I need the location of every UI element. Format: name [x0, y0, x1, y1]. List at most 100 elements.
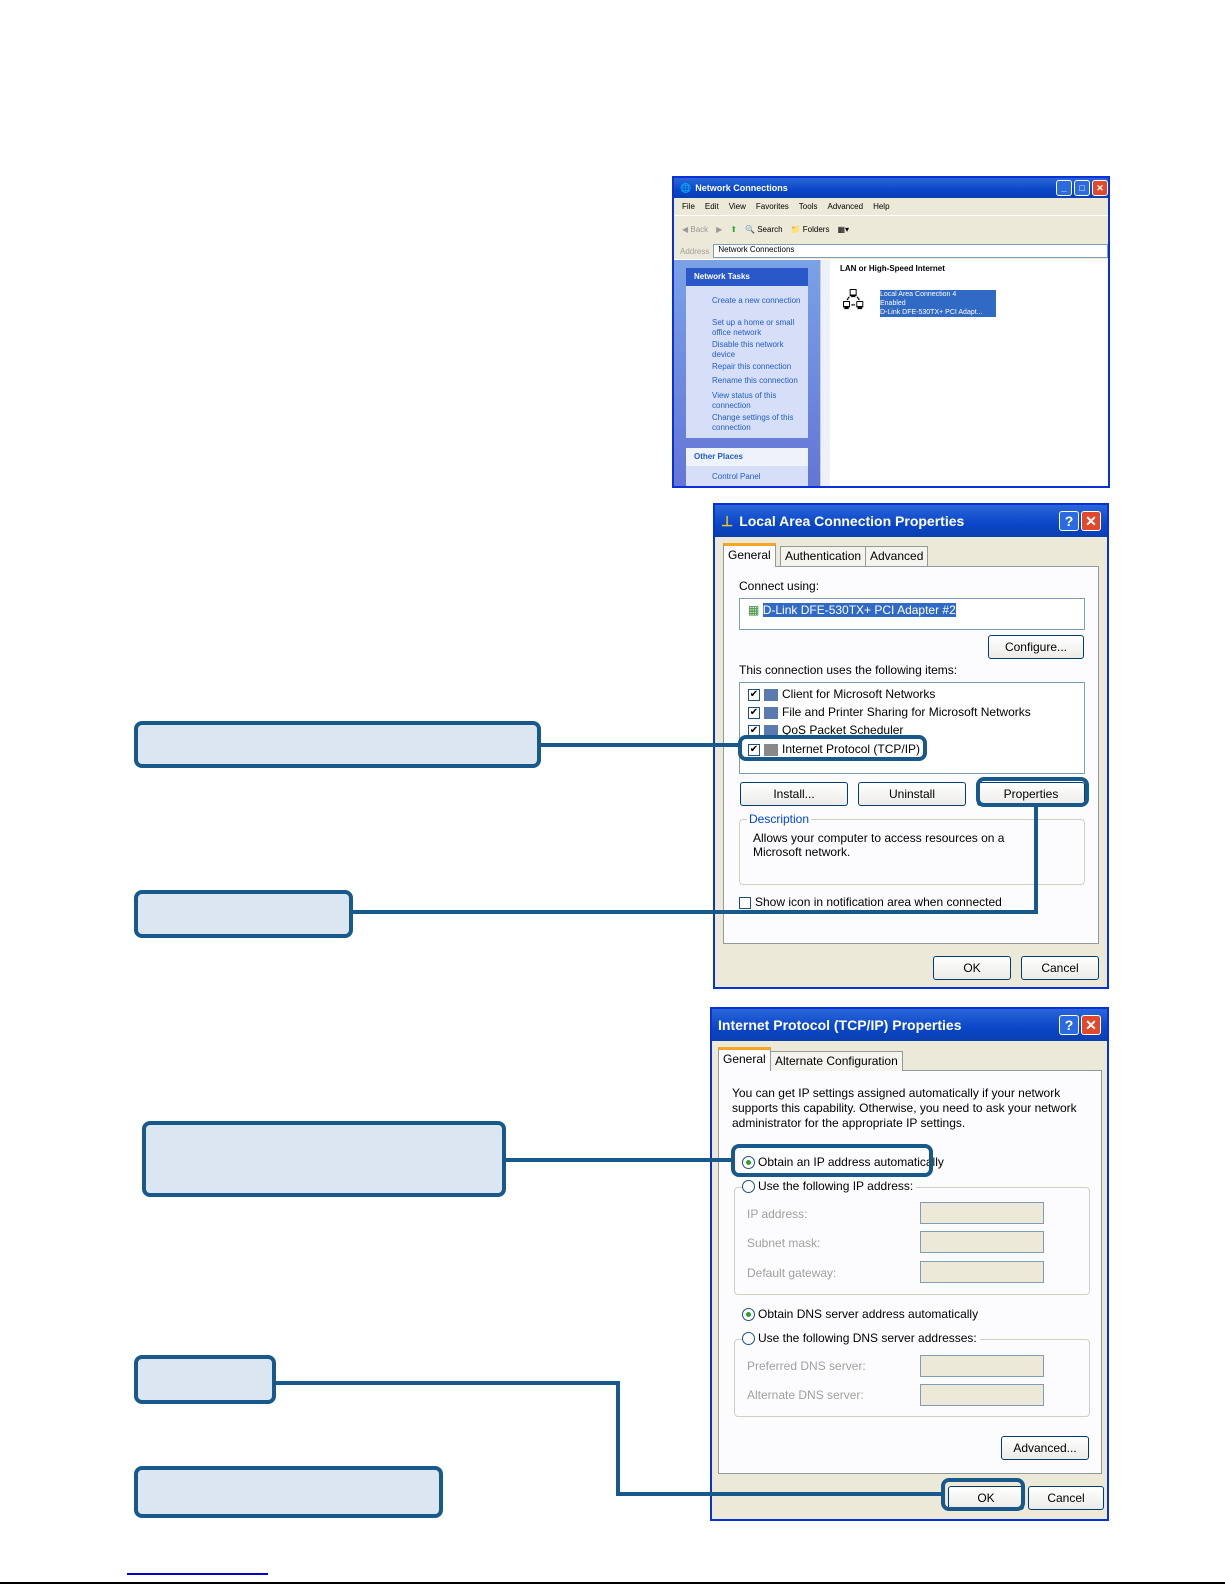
items-label: This connection uses the following items… [739, 663, 958, 677]
connector-line [538, 743, 740, 747]
advanced-button[interactable]: Advanced... [1001, 1436, 1089, 1460]
list-item-tcpip[interactable]: ✔Internet Protocol (TCP/IP) [748, 742, 921, 756]
menu-favorites[interactable]: Favorites [755, 202, 789, 211]
tab-general[interactable]: General [718, 1047, 771, 1071]
obtain-dns-radio[interactable]: Obtain DNS server address automatically [742, 1307, 978, 1322]
menu-edit[interactable]: Edit [704, 202, 719, 211]
scrollbar[interactable] [820, 260, 830, 486]
configure-button[interactable]: Configure... [988, 635, 1084, 659]
list-item[interactable]: ✔Client for Microsoft Networks [748, 687, 936, 701]
control-panel-link[interactable]: Control Panel [712, 472, 761, 481]
task-pane: Network Tasks Create a new connection Se… [674, 260, 820, 486]
list-item[interactable]: ✔QoS Packet Scheduler [748, 723, 904, 737]
back-button[interactable]: ◀ Back [682, 225, 709, 234]
task-view-status[interactable]: View status of this connection [712, 391, 777, 410]
cancel-button[interactable]: Cancel [1021, 956, 1099, 980]
connector-line [616, 1492, 943, 1496]
ok-highlight [941, 1478, 1025, 1511]
help-button[interactable]: ? [1059, 1015, 1079, 1035]
properties-highlight [976, 777, 1089, 807]
tab-authentication[interactable]: Authentication [780, 546, 867, 566]
ip-address-label: IP address: [747, 1207, 808, 1221]
menu-help[interactable]: Help [873, 202, 890, 211]
other-places-header[interactable]: Other Places [686, 448, 808, 466]
checkbox[interactable]: ✔ [748, 706, 760, 719]
intro-text: You can get IP settings assigned automat… [732, 1086, 1077, 1130]
subnet-mask-label: Subnet mask: [747, 1236, 821, 1250]
menu-bar: File Edit View Favorites Tools Advanced … [674, 198, 1108, 215]
tab-advanced[interactable]: Advanced [865, 546, 929, 566]
network-plug-icon: ⊥ [721, 512, 734, 529]
obtain-ip-highlight [731, 1144, 933, 1177]
task-create-connection[interactable]: Create a new connection [712, 296, 801, 305]
checkbox[interactable]: ✔ [748, 688, 760, 701]
task-home-network[interactable]: Set up a home or small office network [712, 318, 795, 337]
close-button[interactable]: ✕ [1092, 180, 1108, 196]
description-group [739, 819, 1085, 885]
menu-view[interactable]: View [728, 202, 746, 211]
callout-box [142, 1121, 506, 1197]
protocol-icon [764, 743, 778, 756]
dialog-title: Local Area Connection Properties [739, 513, 965, 529]
callout-box [134, 890, 353, 938]
task-disable-device[interactable]: Disable this network device [712, 340, 784, 359]
adapter-icon: ▦ [748, 603, 760, 617]
tab-general[interactable]: General [723, 543, 776, 567]
callout-box [134, 1466, 443, 1518]
callout-box [134, 721, 541, 768]
network-tasks-box: Network Tasks Create a new connection Se… [686, 268, 808, 438]
tcpip-highlight [738, 735, 927, 761]
task-change-settings[interactable]: Change settings of this connection [712, 413, 794, 432]
footer-rule [0, 1582, 1225, 1584]
forward-button[interactable]: ▶ [716, 225, 723, 234]
alternate-dns-field[interactable] [920, 1384, 1044, 1406]
footer-link-underline[interactable] [127, 1573, 268, 1575]
ok-button[interactable]: OK [933, 956, 1011, 980]
use-ip-radio[interactable]: Use the following IP address: [742, 1179, 917, 1194]
maximize-button[interactable]: □ [1074, 180, 1090, 196]
local-area-connection-item[interactable]: Local Area Connection 4 Enabled D-Link D… [880, 290, 996, 317]
connector-line [1034, 805, 1038, 914]
group-header: LAN or High-Speed Internet [840, 264, 945, 273]
properties-button[interactable]: Properties [977, 782, 1085, 806]
folders-button[interactable]: 📁 Folders [790, 225, 830, 234]
default-gateway-field[interactable] [920, 1261, 1044, 1283]
list-item[interactable]: ✔File and Printer Sharing for Microsoft … [748, 705, 1031, 719]
cancel-button[interactable]: Cancel [1028, 1486, 1104, 1510]
uninstall-button[interactable]: Uninstall [858, 782, 966, 806]
obtain-ip-radio[interactable]: Obtain an IP address automatically [742, 1155, 944, 1170]
menu-tools[interactable]: Tools [798, 202, 818, 211]
search-button[interactable]: 🔍 Search [745, 225, 783, 234]
checkbox[interactable]: ✔ [748, 724, 760, 737]
help-button[interactable]: ? [1059, 511, 1079, 531]
views-button[interactable]: ▦▾ [837, 225, 850, 234]
preferred-dns-label: Preferred DNS server: [747, 1359, 866, 1373]
use-dns-radio[interactable]: Use the following DNS server addresses: [742, 1331, 980, 1346]
dialog-title: Internet Protocol (TCP/IP) Properties [718, 1017, 962, 1033]
preferred-dns-field[interactable] [920, 1355, 1044, 1377]
connector-line [273, 1381, 620, 1385]
tab-alternate-configuration[interactable]: Alternate Configuration [770, 1051, 903, 1071]
up-folder-icon[interactable]: ⬆ [730, 225, 738, 234]
alternate-dns-label: Alternate DNS server: [747, 1388, 864, 1402]
menu-file[interactable]: File [682, 202, 695, 211]
task-rename[interactable]: Rename this connection [712, 376, 798, 385]
menu-advanced[interactable]: Advanced [827, 202, 864, 211]
subnet-mask-field[interactable] [920, 1231, 1044, 1253]
checkbox[interactable]: ✔ [748, 743, 760, 756]
lan-connection-icon: 🖧 [842, 290, 865, 312]
install-button[interactable]: Install... [740, 782, 848, 806]
checkbox[interactable] [739, 896, 751, 909]
network-connections-window: 🌐 Network Connections _ □ ✕ File Edit Vi… [672, 176, 1110, 488]
network-icon: 🌐 [680, 182, 692, 193]
address-bar: Address Network Connections [674, 243, 1108, 259]
address-input[interactable]: Network Connections [713, 244, 1108, 258]
close-button[interactable]: ✕ [1081, 511, 1101, 531]
task-repair[interactable]: Repair this connection [712, 362, 792, 371]
show-icon-option[interactable]: Show icon in notification area when conn… [739, 895, 1002, 909]
other-places-box: Other Places Control Panel [686, 448, 808, 486]
minimize-button[interactable]: _ [1056, 180, 1072, 196]
close-button[interactable]: ✕ [1081, 1015, 1101, 1035]
network-tasks-header[interactable]: Network Tasks [686, 268, 808, 286]
ip-address-field[interactable] [920, 1202, 1044, 1224]
